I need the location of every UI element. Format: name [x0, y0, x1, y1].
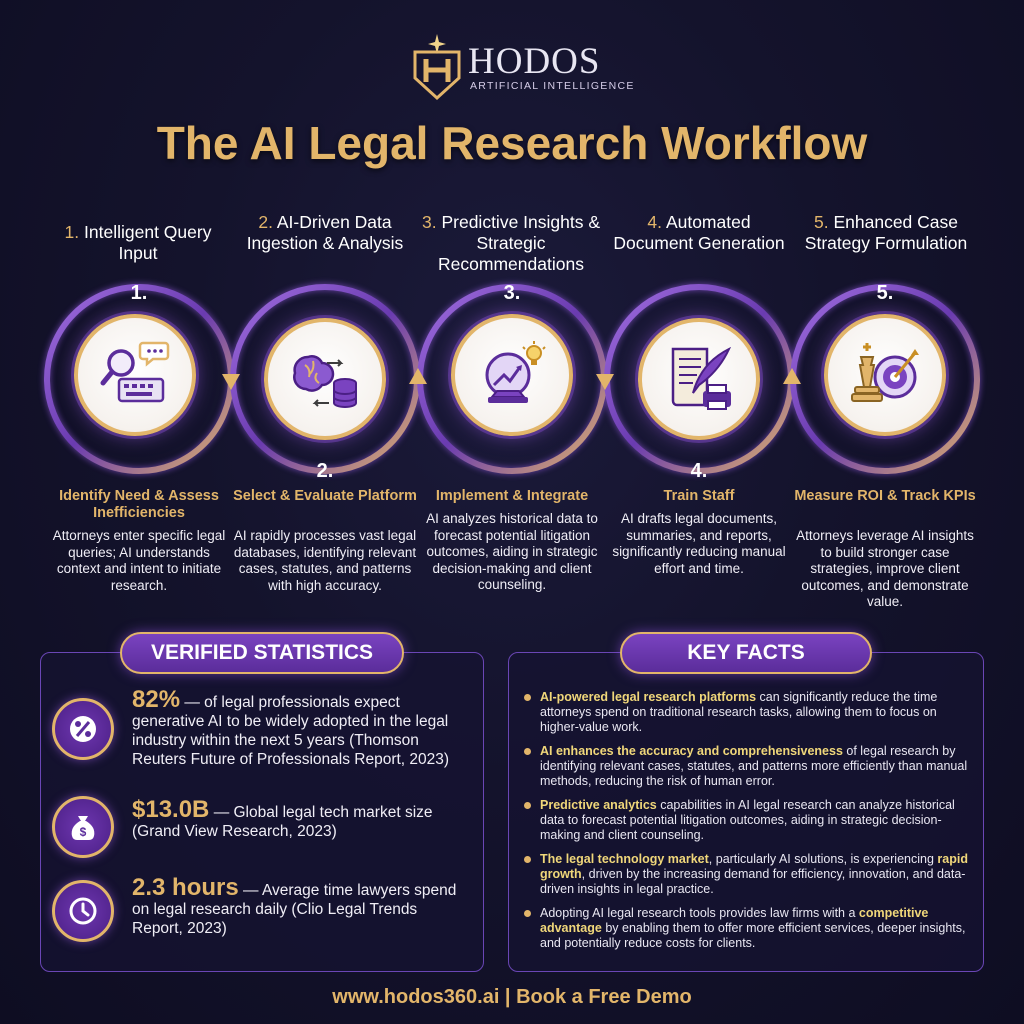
scroll-quill-printer-icon	[671, 346, 732, 410]
key-facts-title: KEY FACTS	[620, 632, 872, 674]
list-item: Predictive analytics capabilities in AI …	[522, 798, 972, 843]
step-3-heading: Implement & Integrate	[435, 488, 589, 504]
crystal-ball-lightbulb-icon	[485, 341, 546, 403]
workflow-rings	[43, 283, 981, 475]
list-item: Adopting AI legal research tools provide…	[522, 906, 972, 951]
step-5-title: 5. Enhanced Case Strategy Formulation	[804, 212, 968, 253]
step-4-description: AI drafts legal documents, summaries, an…	[612, 511, 786, 576]
list-item: AI enhances the accuracy and comprehensi…	[522, 744, 972, 789]
stat-text: 2.3 hours — Average time lawyers spend o…	[132, 874, 457, 938]
magnifier-keyboard-chat-icon	[100, 341, 170, 403]
step-1-number: 1.	[130, 282, 148, 304]
stat-item: 2.3 hours — Average time lawyers spend o…	[52, 874, 472, 948]
stat-value: $13.0B	[132, 796, 210, 823]
chess-king-target-icon	[851, 343, 919, 402]
footer-cta-link[interactable]: www.hodos360.ai | Book a Free Demo	[332, 986, 692, 1008]
key-facts-list: AI-powered legal research platforms can …	[522, 690, 972, 960]
clock-icon	[69, 897, 97, 925]
stat-text: 82% — of legal professionals expect gene…	[132, 686, 450, 769]
step-2-icon-circle	[264, 318, 386, 440]
clock-badge	[52, 880, 114, 942]
step-2-number: 2.	[316, 460, 334, 482]
svg-text:$: $	[80, 825, 87, 839]
step-4-icon-circle	[638, 318, 760, 440]
bullet-icon	[524, 694, 531, 701]
money-bag-icon: $	[71, 816, 95, 840]
step-1-title: 1. Intelligent Query Input	[64, 222, 212, 263]
step-3-number: 3.	[503, 282, 521, 304]
list-item: The legal technology market, particularl…	[522, 852, 972, 897]
brand-tagline: ARTIFICIAL INTELLIGENCE	[470, 80, 635, 92]
stat-value: 2.3 hours	[132, 874, 239, 901]
step-1-icon-circle	[74, 314, 196, 436]
statistics-panel	[40, 652, 484, 972]
brand-name: HODOS	[468, 41, 601, 82]
step-4-number: 4.	[690, 460, 708, 482]
bullet-icon	[524, 748, 531, 755]
stat-item: $ $13.0B — Global legal tech market size…	[52, 796, 472, 866]
step-5-number: 5.	[876, 282, 894, 304]
step-4-title: 4. Automated Document Generation	[613, 212, 785, 253]
step-1-description: Attorneys enter specific legal queries; …	[52, 528, 226, 593]
percent-badge	[52, 698, 114, 760]
flow-arrow-2	[409, 368, 427, 384]
flow-arrow-4	[783, 368, 801, 384]
percent-icon	[70, 716, 96, 742]
step-1-heading: Identify Need & Assess Inefficiencies	[59, 488, 219, 521]
stat-text: $13.0B — Global legal tech market size (…	[132, 796, 433, 841]
bullet-icon	[524, 910, 531, 917]
flow-arrow-1	[222, 374, 240, 390]
page-title: The AI Legal Research Workflow	[156, 117, 868, 169]
step-4-heading: Train Staff	[663, 488, 735, 504]
step-2-heading: Select & Evaluate Platform	[233, 488, 417, 504]
bullet-icon	[524, 856, 531, 863]
step-5-heading: Measure ROI & Track KPIs	[794, 488, 976, 504]
step-3-icon-circle	[451, 314, 573, 436]
list-item: AI-powered legal research platforms can …	[522, 690, 972, 735]
statistics-title: VERIFIED STATISTICS	[120, 632, 404, 674]
step-2-title: 2. AI-Driven Data Ingestion & Analysis	[246, 212, 404, 253]
stat-value: 82%	[132, 686, 181, 713]
money-badge: $	[52, 796, 114, 858]
step-2-description: AI rapidly processes vast legal database…	[233, 528, 417, 593]
bullet-icon	[524, 802, 531, 809]
step-3-description: AI analyzes historical data to forecast …	[426, 511, 598, 592]
brand-logo: HODOS ARTIFICIAL INTELLIGENCE	[412, 28, 652, 102]
brain-database-icon	[293, 355, 357, 408]
step-5-description: Attorneys leverage AI insights to build …	[796, 528, 974, 609]
shield-h-logo-icon	[413, 34, 461, 101]
step-5-icon-circle	[824, 314, 946, 436]
key-facts-panel	[508, 652, 984, 972]
flow-arrow-3	[596, 374, 614, 390]
stat-item: 82% — of legal professionals expect gene…	[52, 686, 472, 790]
step-3-title: 3. Predictive Insights & Strategic Recom…	[421, 212, 601, 274]
